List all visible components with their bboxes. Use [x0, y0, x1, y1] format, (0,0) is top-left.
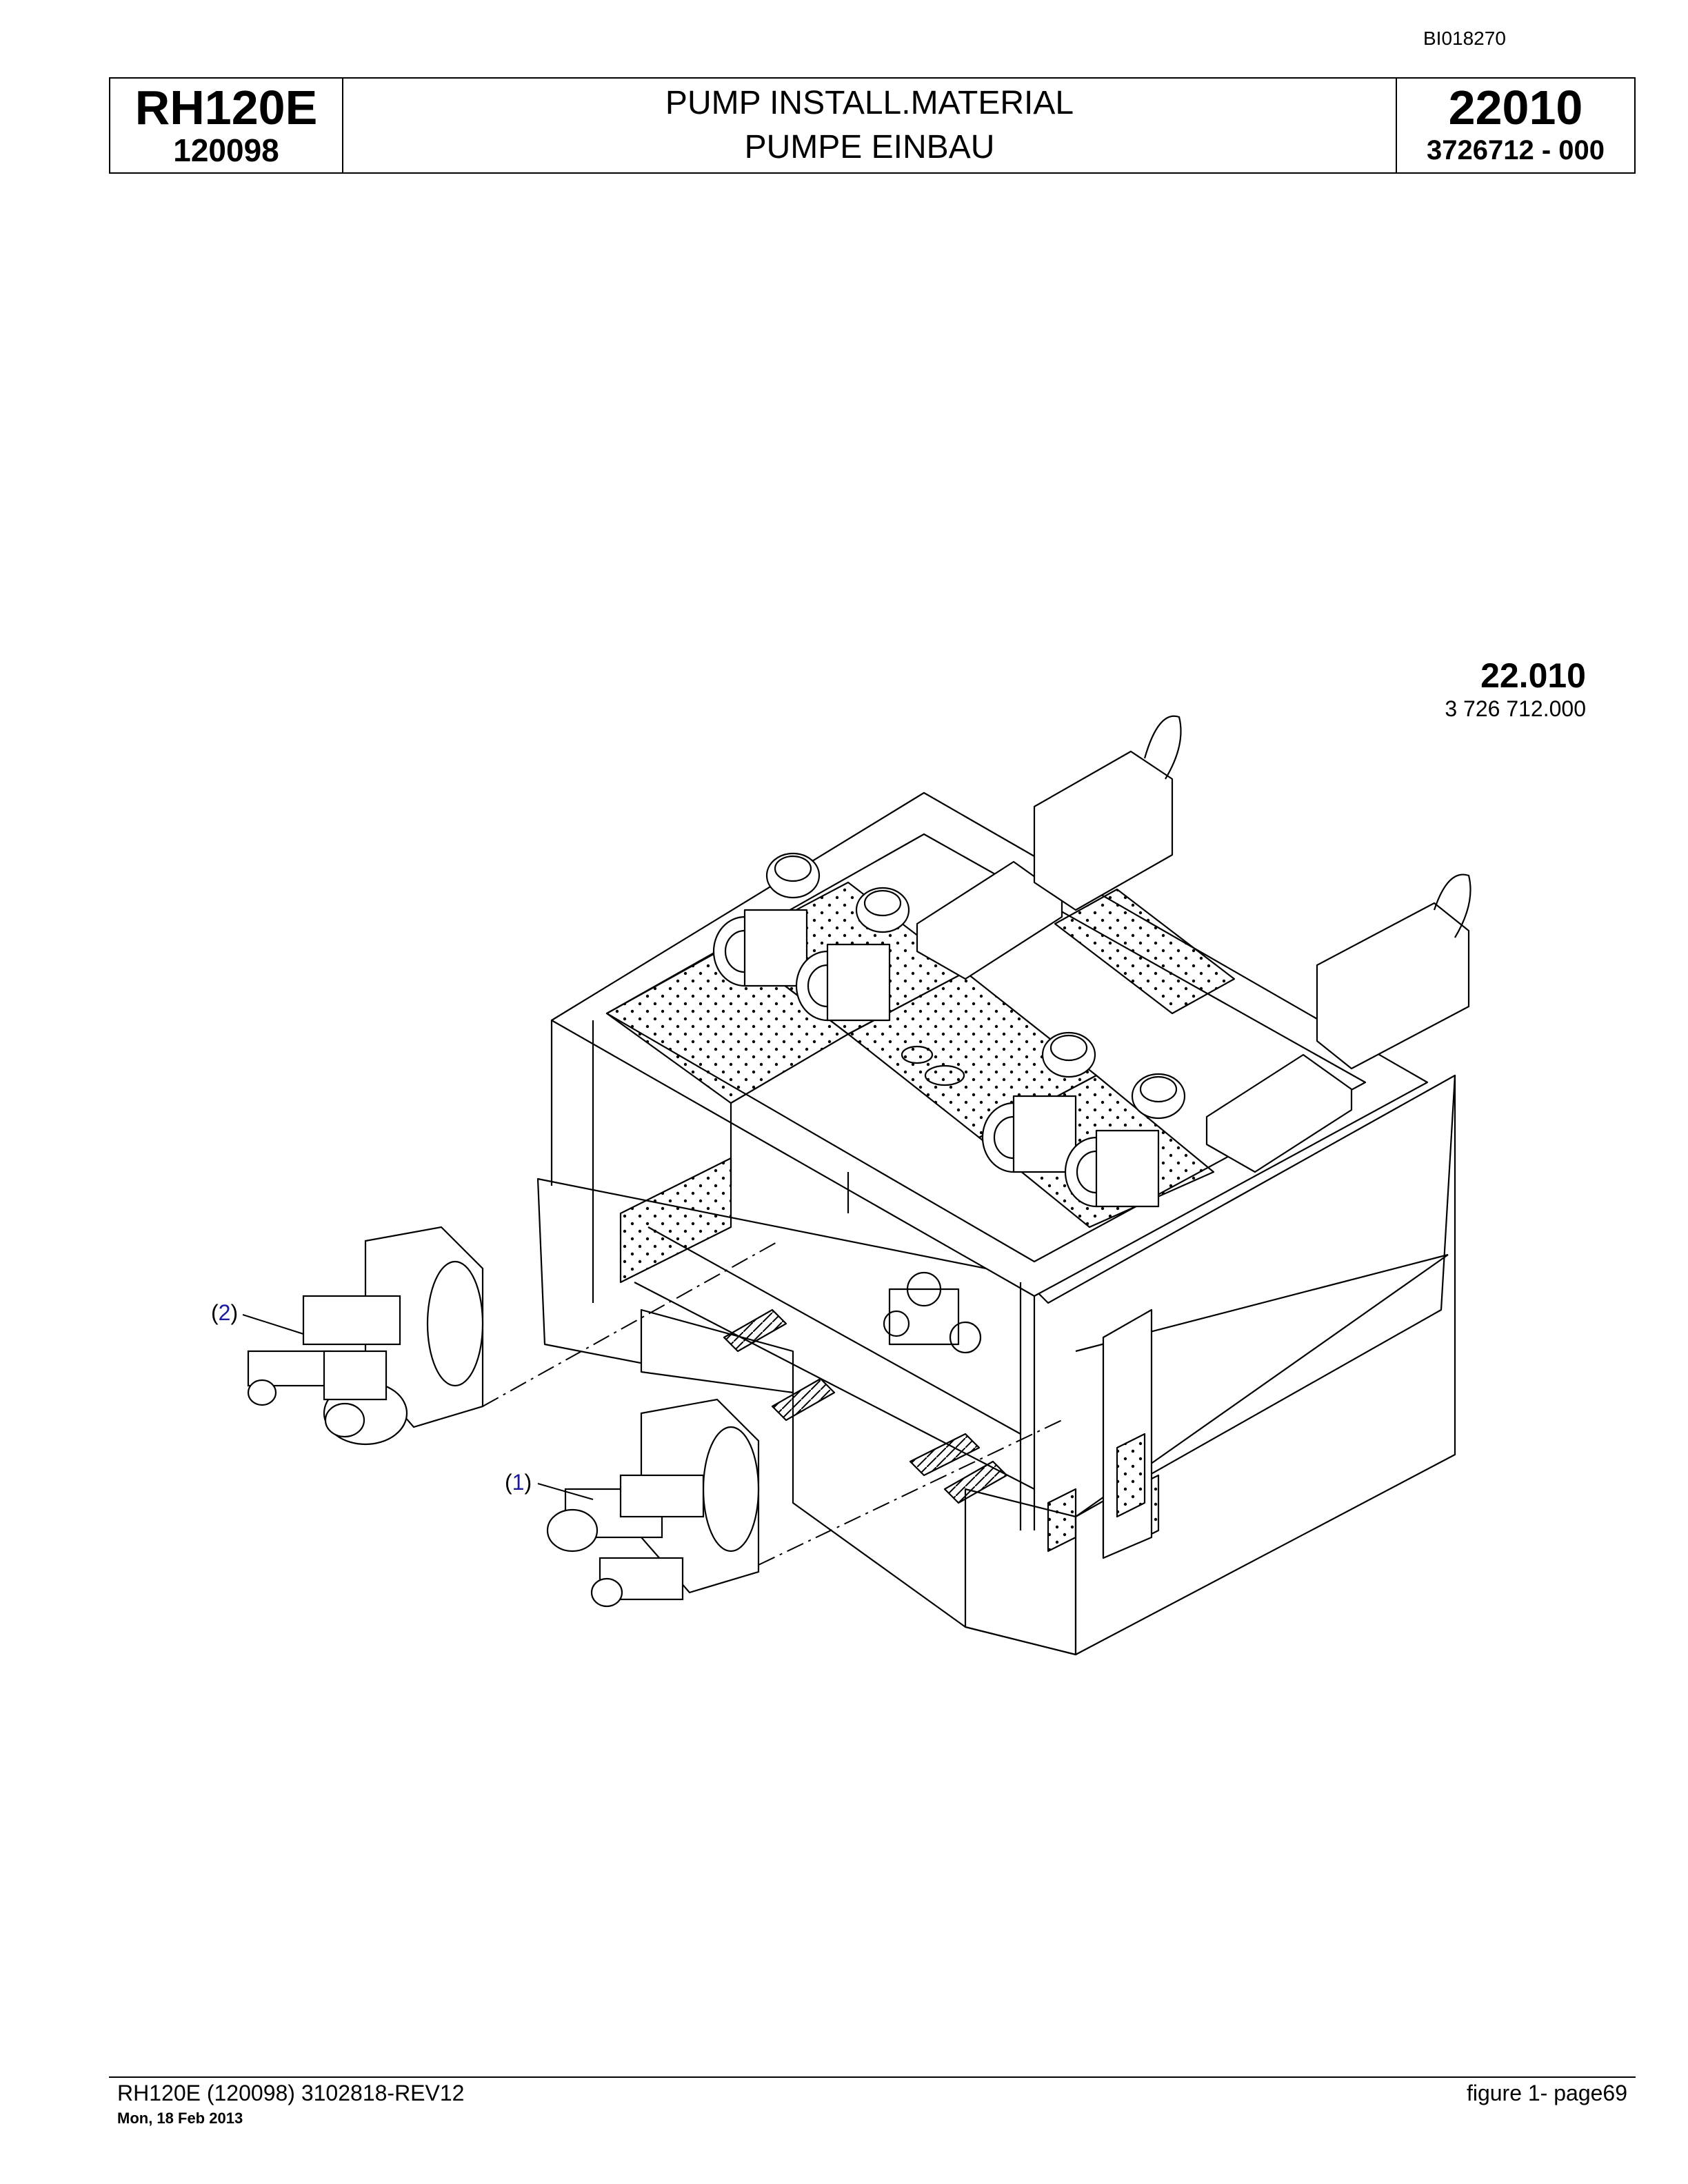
part-number: 3726712 - 000: [1426, 135, 1605, 165]
footer-divider: [109, 2076, 1636, 2078]
model-label: RH120E: [134, 81, 318, 134]
frame-body: [536, 1074, 1456, 1656]
callout-1: (1): [505, 1470, 532, 1495]
footer-page-ref: figure 1- page69: [1466, 2081, 1627, 2105]
callout-close: ): [524, 1470, 532, 1495]
callout-2: (2): [211, 1300, 238, 1326]
title-english: PUMP INSTALL.MATERIAL: [665, 85, 1074, 121]
callout-open: (: [211, 1300, 219, 1325]
drawing-ref-number: 22.010: [1480, 656, 1586, 695]
figure-cell: 22010 3726712 - 000: [1397, 79, 1634, 172]
callout-number: 2: [218, 1300, 231, 1325]
callout-open: (: [505, 1470, 512, 1495]
document-id: BI018270: [1423, 28, 1506, 49]
deck-pumps: [712, 852, 1353, 1208]
model-cell: RH120E 120098: [110, 79, 343, 172]
callout-close: ): [230, 1300, 239, 1325]
title-german: PUMPE EINBAU: [744, 129, 995, 165]
figure-number: 22010: [1448, 81, 1583, 134]
header-table: RH120E 120098 PUMP INSTALL.MATERIAL PUMP…: [109, 77, 1636, 174]
drawing-reference: 22.010 3 726 712.000: [1310, 655, 1586, 721]
title-cell: PUMP INSTALL.MATERIAL PUMPE EINBAU: [343, 79, 1397, 172]
footer-date: Mon, 18 Feb 2013: [117, 2110, 243, 2127]
callout-number: 1: [512, 1470, 525, 1495]
pump-assembly-1: [546, 1398, 760, 1608]
footer-document-ref: RH120E (120098) 3102818-REV12: [117, 2081, 465, 2105]
serial-label: 120098: [173, 132, 279, 168]
silencers: [1033, 715, 1471, 1070]
drawing-ref-part: 3 726 712.000: [1445, 696, 1586, 721]
side-panel: [1102, 1308, 1153, 1559]
pump-assembly-2: [247, 1226, 484, 1446]
